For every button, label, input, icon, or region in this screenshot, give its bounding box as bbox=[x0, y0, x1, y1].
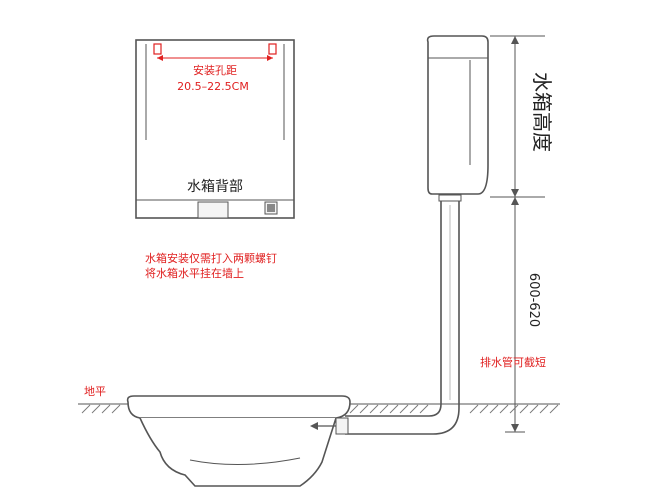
hole-spacing-value: 20.5–22.5CM bbox=[177, 80, 249, 93]
mount-hole-right bbox=[268, 43, 277, 55]
tank-side-view bbox=[426, 35, 489, 195]
arrow-head-left bbox=[157, 55, 163, 61]
pipe-outer bbox=[345, 201, 442, 417]
arrow-head-right bbox=[267, 55, 273, 61]
pipe-height-label: 600-620 bbox=[526, 273, 541, 327]
tank-back-caption: 水箱背部 bbox=[187, 179, 243, 195]
mount-hole-left bbox=[153, 43, 162, 55]
toilet-trap-line bbox=[189, 457, 301, 466]
squat-toilet bbox=[126, 395, 351, 487]
height-dimension bbox=[490, 35, 545, 433]
flush-outlet-fitting bbox=[197, 201, 229, 219]
hole-spacing-label: 安装孔距 bbox=[193, 63, 237, 77]
dim-arrow-mid-down bbox=[511, 197, 519, 205]
pipe-collar bbox=[438, 194, 462, 202]
install-note-line2: 将水箱水平挂在墙上 bbox=[145, 266, 244, 280]
flush-pipe bbox=[345, 194, 462, 435]
tank-side-outline bbox=[426, 35, 489, 195]
tank-back-view: 安装孔距 20.5–22.5CM 水箱背部 bbox=[135, 39, 295, 219]
inlet-fitting-inner bbox=[267, 204, 275, 212]
tank-height-label: 水箱高度 bbox=[530, 72, 554, 152]
water-flow-arrow-head bbox=[310, 422, 318, 430]
pipe-note: 排水管可截短 bbox=[480, 355, 546, 369]
dim-arrow-top bbox=[511, 36, 519, 44]
floor-label: 地平 bbox=[84, 385, 106, 398]
floor-hatching bbox=[81, 404, 559, 414]
toilet-rim bbox=[126, 395, 351, 419]
toilet-inlet bbox=[335, 417, 349, 435]
toilet-bowl bbox=[139, 417, 337, 487]
dim-arrow-bottom bbox=[511, 424, 519, 432]
dim-arrow-mid-up bbox=[511, 189, 519, 197]
pipe-inner bbox=[345, 201, 460, 435]
install-note-line1: 水箱安装仅需打入两颗螺钉 bbox=[145, 251, 277, 265]
